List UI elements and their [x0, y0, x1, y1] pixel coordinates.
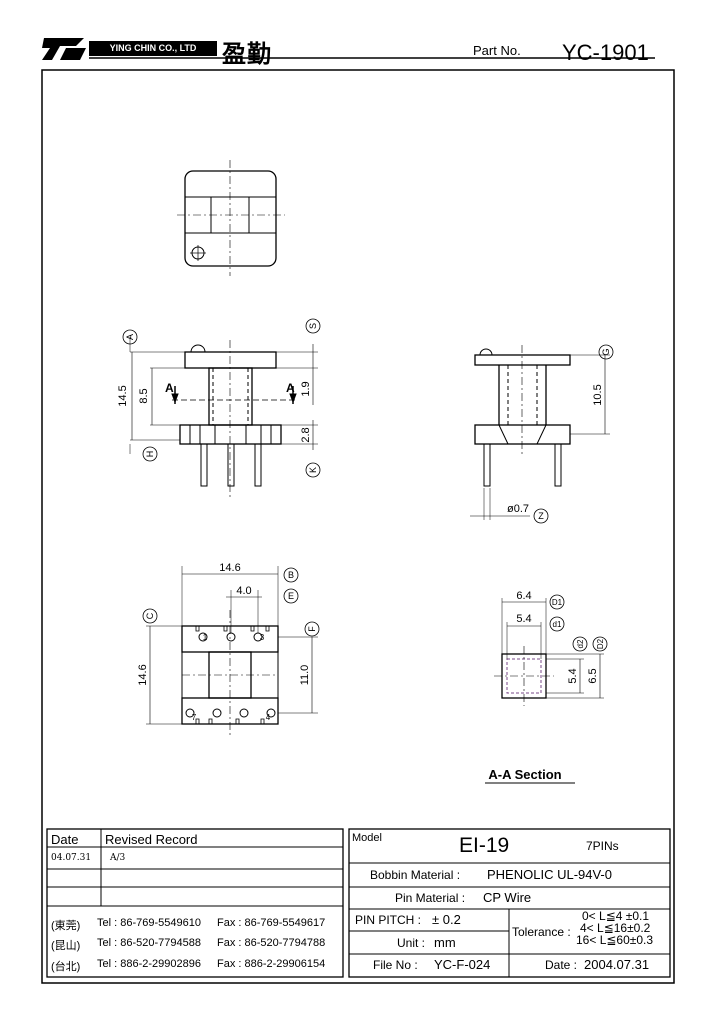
contact-fax: Fax : 86-520-7794788: [217, 937, 326, 949]
part-no-value: YC-1901: [562, 40, 649, 65]
file-no-value: YC-F-024: [434, 957, 491, 972]
pin-pitch-label: PIN PITCH :: [355, 913, 422, 927]
balloon-G: [598, 344, 614, 360]
pin-number-7: 7: [192, 713, 197, 722]
date-label: Date :: [545, 958, 578, 972]
balloon-F-text: F: [307, 626, 317, 632]
contact-fax: Fax : 886-2-29906154: [217, 958, 326, 970]
balloon-Z-text: Z: [538, 511, 544, 521]
balloon-E: [283, 588, 299, 604]
rev-header-date: Date: [51, 832, 79, 847]
pin-material-label: Pin Material :: [395, 891, 466, 905]
rev-row-date: 04.07.31: [51, 853, 92, 863]
dim-6-5: 6.5: [587, 668, 599, 683]
balloon-D1: [549, 594, 565, 610]
section-title: A-A Section: [488, 767, 561, 782]
tolerance-line-3: 16< L≦60±0.3: [576, 933, 654, 947]
contact-fax: Fax : 86-769-5549617: [217, 917, 326, 929]
date-value: 2004.07.31: [584, 957, 650, 972]
pin-pitch-value: ± 0.2: [432, 912, 461, 927]
company-logo: [42, 38, 86, 60]
dim-w-14-6: 14.6: [219, 562, 240, 574]
balloon-K: [305, 462, 321, 478]
balloon-S-text: S: [308, 323, 318, 329]
section-view: [485, 598, 604, 784]
unit-value: mm: [434, 935, 456, 950]
bobbin-label: Bobbin Material :: [370, 868, 461, 882]
dim-14-5: 14.5: [117, 385, 129, 406]
contact-tel: Tel : 886-2-29902896: [97, 958, 201, 970]
contact-tel: Tel : 86-520-7794588: [97, 937, 201, 949]
balloon-d1: [549, 616, 565, 632]
dim-h-14-6: 14.6: [137, 664, 149, 685]
balloon-d2: [572, 636, 588, 652]
tolerance-line-1: 0< L≦4 ±0.1: [582, 909, 650, 923]
company-cn-name: 盈勤: [222, 39, 272, 68]
top-view: [177, 160, 285, 276]
balloon-B-text: B: [288, 570, 294, 580]
balloon-d2-text: d2: [576, 639, 585, 648]
pin-number-1: 1: [203, 633, 208, 642]
dim-2-8: 2.8: [300, 427, 312, 442]
tolerance-line-2: 4< L≦16±0.2: [580, 921, 651, 935]
balloon-C: [142, 608, 158, 624]
pin-number-4: 4: [266, 713, 271, 722]
balloon-H-text: H: [145, 451, 155, 458]
contact-tel: Tel : 86-769-5549610: [97, 917, 201, 929]
dim-6-4: 6.4: [516, 590, 531, 602]
part-no-label: Part No.: [473, 43, 521, 58]
pin-number-3: 3: [260, 633, 265, 642]
balloon-D1-text: D1: [552, 598, 563, 607]
pin-material-value: CP Wire: [483, 890, 532, 905]
rev-row-record: A/3: [110, 853, 126, 863]
section-mark-left: A: [165, 381, 174, 395]
model-label: Model: [352, 832, 382, 844]
dim-8-5: 8.5: [138, 388, 150, 403]
model-value: EI-19: [459, 834, 510, 857]
title-block-grid: [46, 828, 671, 978]
dim-4-0: 4.0: [236, 585, 251, 597]
balloon-G-text: G: [601, 348, 611, 355]
balloon-H: [142, 446, 158, 462]
balloon-D2-text: D2: [596, 638, 605, 649]
balloon-Z: [533, 508, 549, 524]
dim-h-5-4: 5.4: [567, 668, 579, 683]
front-view: [129, 337, 318, 500]
section-mark-right: A: [286, 381, 295, 395]
balloon-K-text: K: [308, 467, 318, 473]
bobbin-value: PHENOLIC UL-94V-0: [487, 867, 612, 882]
contact-loc: (台北): [51, 961, 81, 973]
balloon-E-text: E: [288, 591, 294, 601]
balloon-A-text: A: [125, 334, 135, 340]
balloon-B: [283, 567, 299, 583]
side-view: [470, 345, 610, 520]
contact-loc: (昆山): [51, 940, 81, 952]
file-no-label: File No :: [373, 958, 418, 972]
balloon-D2: [592, 636, 608, 652]
balloon-S: [305, 318, 321, 334]
dim-11-0: 11.0: [299, 665, 311, 686]
balloons: [122, 318, 614, 652]
balloon-A: [122, 329, 138, 345]
dim-10-5: 10.5: [592, 384, 604, 405]
dim-1-9: 1.9: [300, 381, 312, 396]
bottom-view: [146, 566, 318, 735]
unit-label: Unit :: [397, 936, 426, 950]
company-name-banner: YING CHIN CO., LTD: [89, 41, 217, 56]
drawing-frame: [41, 69, 675, 984]
balloon-d1-text: d1: [553, 620, 562, 629]
dim-d0-7: ø0.7: [507, 503, 529, 515]
balloon-F: [304, 621, 320, 637]
balloon-C-text: C: [145, 612, 155, 619]
rev-header-record: Revised Record: [105, 832, 198, 847]
dim-5-4: 5.4: [516, 613, 531, 625]
tolerance-label: Tolerance :: [512, 925, 571, 939]
contact-loc: (東莞): [51, 920, 81, 932]
pin-count: 7PINs: [586, 839, 619, 853]
